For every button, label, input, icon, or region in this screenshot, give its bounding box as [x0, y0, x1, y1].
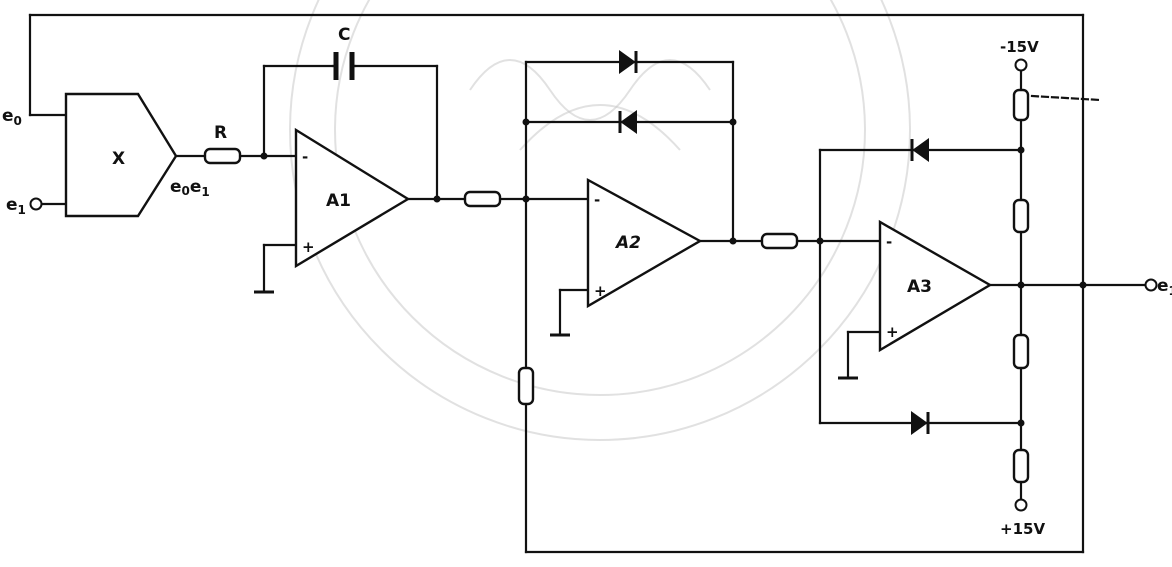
a1-plus: +	[302, 238, 315, 256]
grounds	[254, 290, 858, 380]
resistor-icon	[760, 232, 799, 250]
neg-supply-label: -15V	[1000, 38, 1039, 56]
a1-label: A1	[326, 191, 351, 211]
product-e0: e	[170, 177, 182, 197]
diode-icon	[618, 110, 637, 134]
e0-label: e	[2, 106, 14, 126]
e1-input-terminal	[29, 197, 43, 211]
multiplier-label: X	[112, 149, 125, 169]
resistor-icon	[463, 190, 502, 208]
e1-output-label: e	[1157, 276, 1169, 296]
pos-supply-label: +15V	[1000, 520, 1045, 538]
diode-icon	[910, 138, 929, 162]
diode-icon	[619, 50, 638, 74]
a1-minus: -	[302, 148, 308, 166]
resistors	[203, 88, 1030, 484]
a3-label: A3	[907, 277, 932, 297]
resistor-r-label: R	[214, 123, 227, 143]
resistor-icon	[1012, 333, 1030, 370]
capacitor-c-label: C	[338, 25, 350, 45]
a2-plus: +	[594, 282, 607, 300]
svg-text:e1: e1	[6, 195, 26, 217]
diodes	[618, 50, 930, 435]
opamp-a3: - + A3	[878, 219, 993, 353]
terminals	[29, 58, 1158, 512]
a3-plus: +	[886, 323, 899, 341]
pos-supply-terminal	[1014, 498, 1028, 512]
e1-output-terminal	[1144, 278, 1158, 292]
svg-text:e0e1: e0e1	[170, 177, 210, 199]
a3-minus: -	[886, 233, 892, 251]
diode-icon	[911, 411, 930, 435]
watermark-seal	[289, 0, 911, 441]
e0-sub: 0	[14, 114, 22, 128]
svg-text:e0: e0	[2, 106, 22, 128]
text-labels: e0 e1 e0e1 R C -15V +15V e1	[2, 25, 1172, 538]
svg-text:e1: e1	[1157, 276, 1172, 298]
opamp-a1: - + A1	[294, 127, 411, 269]
multiplier-block: X	[64, 92, 178, 218]
resistor-icon	[517, 366, 535, 406]
resistor-icon	[1012, 88, 1030, 122]
a2-minus: -	[594, 191, 600, 209]
resistor-icon	[1012, 448, 1030, 484]
capacitor-icon	[331, 52, 357, 80]
junctions	[260, 118, 1087, 427]
e1-output-sub: 1	[1169, 284, 1172, 298]
opamp-a2: - + A2	[586, 177, 703, 309]
neg-supply-terminal	[1014, 58, 1028, 72]
e1-input-sub: 1	[18, 203, 26, 217]
wires	[28, 13, 1147, 554]
resistor-icon	[1012, 198, 1030, 234]
e1-input-label: e	[6, 195, 18, 215]
a2-label: A2	[614, 233, 641, 253]
resistor-icon	[203, 147, 242, 165]
